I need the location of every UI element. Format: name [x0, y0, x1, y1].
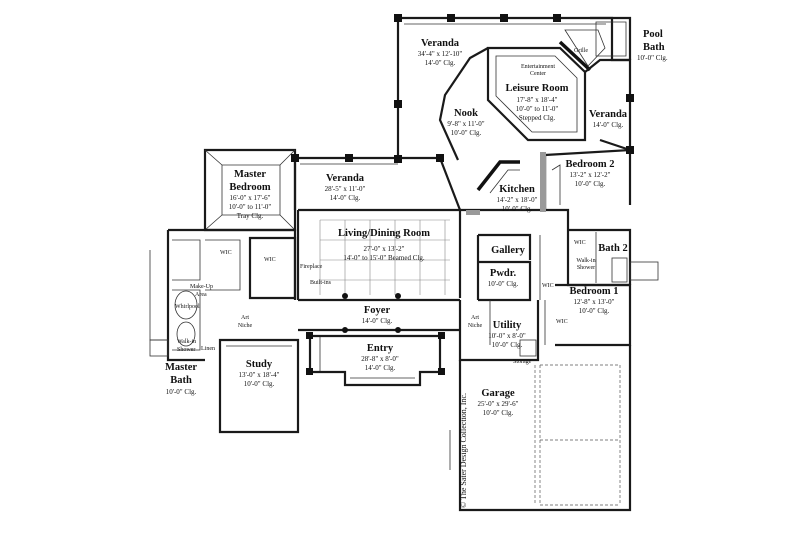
- foyer-clg: 14'-0" Clg.: [362, 317, 393, 325]
- pwdr-clg: 10'-0" Clg.: [488, 280, 519, 288]
- whirlpool-label: Whirlpool: [175, 304, 200, 310]
- bedroom-1-clg: 10'-0" Clg.: [579, 307, 610, 315]
- veranda-mid-clg: 14'-0" Clg.: [330, 194, 361, 202]
- wic-1-label: WIC: [220, 250, 232, 256]
- nook-clg: 10'-0" Clg.: [451, 129, 482, 137]
- veranda-mid-name: Veranda: [326, 173, 365, 184]
- bedroom-1-name: Bedroom 1: [569, 286, 618, 297]
- walk-in-shower-2-label-1: Walk-in: [576, 258, 595, 264]
- master-bedroom-dims: 16'-0" x 17'-6": [230, 194, 271, 202]
- walk-in-shower-m-label-1: Walk-in: [177, 339, 196, 345]
- master-bedroom-name-2: Bedroom: [229, 182, 270, 193]
- bath-2-name: Bath 2: [598, 243, 627, 254]
- bedroom-2-clg: 10'-0" Clg.: [575, 180, 606, 188]
- kitchen-name: Kitchen: [499, 184, 535, 195]
- veranda-top-name: Veranda: [421, 38, 460, 49]
- grille-label: Grille: [574, 48, 588, 54]
- leisure-room-clg-type: Stepped Clg.: [519, 114, 555, 122]
- pwdr-name: Pwdr.: [490, 268, 517, 279]
- living-dining-dims: 27'-0" x 13'-2": [364, 245, 405, 253]
- walls: [149, 16, 659, 512]
- wic-2-label: WIC: [264, 257, 276, 263]
- utility-dims: 10'-0" x 8'-0": [488, 332, 526, 340]
- leisure-room-clg: 10'-0" to 11'-0": [516, 105, 559, 113]
- columns: [291, 14, 634, 375]
- wic-5-label: WIC: [556, 319, 568, 325]
- master-bedroom-clg: 10'-0" to 11'-0": [229, 203, 272, 211]
- garage-clg: 10'-0" Clg.: [483, 409, 514, 417]
- veranda-top-clg: 14'-0" Clg.: [425, 59, 456, 67]
- fireplace-label: Fireplace: [300, 264, 323, 270]
- bedroom-2-dims: 13'-2" x 12'-2": [570, 171, 611, 179]
- art-niche-1-label-1: Art: [241, 315, 249, 321]
- master-bath-name-2: Bath: [170, 375, 192, 386]
- living-dining-clg: 14'-0" to 15'-0" Beamed Clg.: [343, 254, 424, 262]
- entry-name: Entry: [367, 343, 394, 354]
- kitchen-dims: 14'-2" x 18'-0": [497, 196, 538, 204]
- bedroom-2-name: Bedroom 2: [565, 159, 614, 170]
- pool-bath-clg: 10'-0" Clg.: [637, 54, 668, 62]
- room-labels: Veranda 34'-4" x 12'-10" 14'-0" Clg. Poo…: [165, 29, 668, 508]
- study-clg: 10'-0" Clg.: [244, 380, 275, 388]
- entry-dims: 28'-8" x 8'-0": [361, 355, 399, 363]
- master-bath-name-1: Master: [165, 362, 197, 373]
- storage-label: Storage: [513, 359, 532, 365]
- master-bedroom-name-1: Master: [234, 169, 266, 180]
- wic-4-label: WIC: [542, 283, 554, 289]
- walk-in-shower-m-label-2: Shower: [177, 347, 195, 353]
- leisure-room-dims: 17'-8" x 18'-4": [517, 96, 558, 104]
- kitchen-clg: 10'-0" Clg.: [502, 205, 533, 213]
- wic-3-label: WIC: [574, 240, 586, 246]
- leisure-room-name: Leisure Room: [505, 83, 568, 94]
- garage-dims: 25'-0" x 29'-6": [478, 400, 519, 408]
- veranda-right-clg: 14'-0" Clg.: [593, 121, 624, 129]
- garage-name: Garage: [481, 388, 515, 399]
- linen-label: Linen: [201, 346, 215, 352]
- make-up-area-label-2: Area: [195, 292, 207, 298]
- master-bedroom-clg-type: Tray Clg.: [237, 212, 264, 220]
- living-dining-name: Living/Dining Room: [338, 228, 430, 239]
- veranda-top-dims: 34'-4" x 12'-10": [418, 50, 463, 58]
- utility-name: Utility: [493, 320, 522, 331]
- art-niche-2-label-2: Niche: [468, 323, 483, 329]
- built-ins-label: Built-ins: [310, 280, 332, 286]
- entertainment-center-label-2: Center: [530, 71, 546, 77]
- study-dims: 13'-0" x 18'-4": [239, 371, 280, 379]
- pool-bath-name-2: Bath: [643, 42, 665, 53]
- veranda-mid-dims: 28'-5" x 11'-0": [325, 185, 366, 193]
- credit-text: © The Sater Design Collection, Inc.: [459, 393, 468, 508]
- entertainment-center-label-1: Entertainment: [521, 64, 555, 70]
- art-niche-2-label-1: Art: [471, 315, 479, 321]
- utility-clg: 10'-0" Clg.: [492, 341, 523, 349]
- art-niche-1-label-2: Niche: [238, 323, 253, 329]
- nook-dims: 9'-8" x 11'-0": [447, 120, 484, 128]
- gallery-name: Gallery: [491, 245, 526, 256]
- study-name: Study: [246, 359, 273, 370]
- bedroom-1-dims: 12'-8" x 13'-0": [574, 298, 615, 306]
- entry-clg: 14'-0" Clg.: [365, 364, 396, 372]
- master-bath-clg: 10'-0" Clg.: [166, 388, 197, 396]
- veranda-right-name: Veranda: [589, 109, 628, 120]
- foyer-name: Foyer: [364, 305, 391, 316]
- walk-in-shower-2-label-2: Shower: [577, 265, 595, 271]
- nook-name: Nook: [454, 108, 478, 119]
- pool-bath-name-1: Pool: [643, 29, 663, 40]
- make-up-area-label-1: Make-Up: [190, 284, 213, 290]
